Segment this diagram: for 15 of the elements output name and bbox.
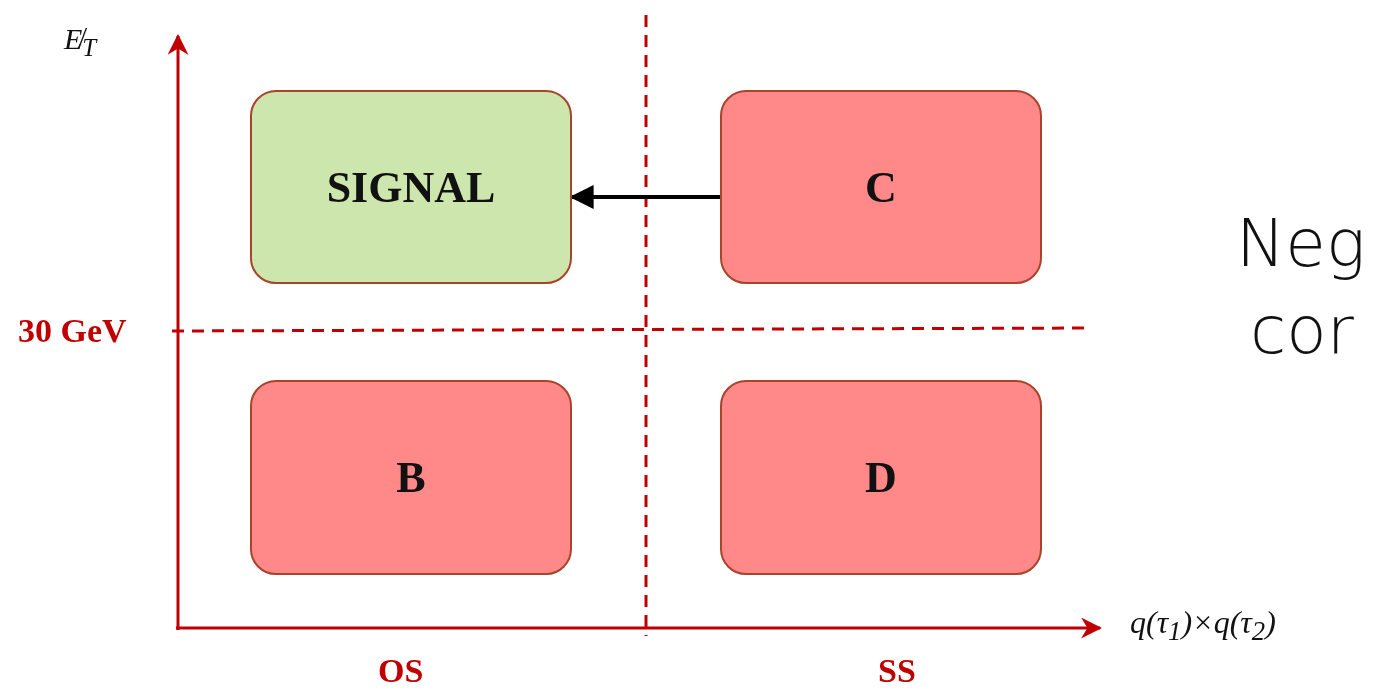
region-label: C — [865, 161, 897, 213]
heading-text: Neg — [1236, 205, 1366, 282]
region-label: D — [865, 452, 897, 503]
category-label: OS — [378, 652, 424, 690]
axis-label: E̸$_{T}$ — [64, 22, 97, 62]
region-box — [720, 90, 1042, 284]
region-box — [250, 380, 572, 575]
category-label: SS — [878, 652, 916, 690]
heading-text: cor — [1250, 292, 1354, 369]
threshold-label: 30 GeV — [18, 312, 127, 350]
region-label: B — [396, 452, 426, 503]
region-box — [250, 90, 572, 284]
axis-label: q(τ$_{1}$)×q(τ$_{2}$) — [1130, 604, 1276, 648]
region-label: SIGNAL — [326, 161, 496, 213]
region-box — [720, 380, 1042, 575]
